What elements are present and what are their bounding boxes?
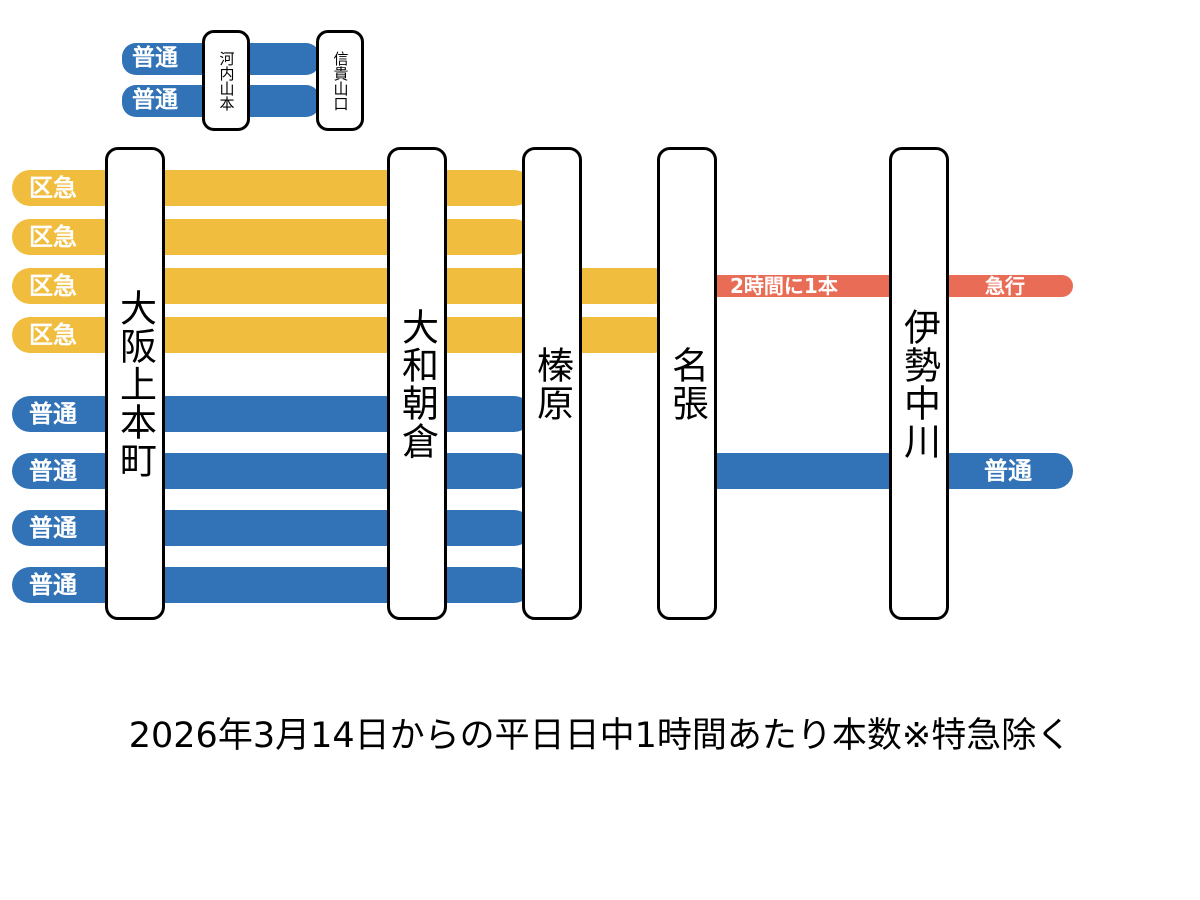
local-label-2: 普通 — [29, 457, 77, 485]
local-east-line — [700, 453, 1073, 489]
semi-express-label-3: 区急 — [29, 272, 77, 300]
local-line-4 — [12, 567, 532, 603]
station-name: 大和朝倉 — [395, 307, 439, 460]
station-haibara: 榛原 — [522, 147, 582, 620]
local-line-3 — [12, 510, 532, 546]
station-kawachiyamamoto: 河内山本 — [202, 30, 250, 131]
semi-express-label-2: 区急 — [29, 223, 77, 251]
local-label-1: 普通 — [29, 400, 77, 428]
local-line-1 — [12, 396, 532, 432]
station-name: 大阪上本町 — [113, 288, 157, 479]
express-label: 急行 — [985, 274, 1025, 298]
semi-express-line-2 — [12, 219, 532, 255]
station-yamato-asakura: 大和朝倉 — [387, 147, 447, 620]
local-label-4: 普通 — [29, 571, 77, 599]
branch-local-label-1: 普通 — [132, 45, 178, 71]
local-line-2 — [12, 453, 532, 489]
station-name: 信貴山口 — [331, 50, 350, 111]
semi-express-line-1 — [12, 170, 532, 206]
station-shigisanguchi: 信貴山口 — [316, 30, 364, 131]
semi-express-label-4: 区急 — [29, 321, 77, 349]
station-name: 名張 — [665, 345, 709, 422]
express-frequency-note: 2時間に1本 — [730, 274, 838, 298]
station-ise-nakagawa: 伊勢中川 — [889, 147, 949, 620]
local-east-label: 普通 — [984, 457, 1032, 485]
branch-local-label-2: 普通 — [132, 87, 178, 113]
station-osaka-uehommachi: 大阪上本町 — [105, 147, 165, 620]
local-label-3: 普通 — [29, 514, 77, 542]
station-name: 伊勢中川 — [897, 307, 941, 460]
station-name: 河内山本 — [217, 50, 236, 111]
station-name: 榛原 — [530, 345, 574, 422]
diagram-caption: 2026年3月14日からの平日日中1時間あたり本数※特急除く — [128, 716, 1072, 756]
express-line — [700, 275, 1073, 297]
station-nabari: 名張 — [657, 147, 717, 620]
semi-express-label-1: 区急 — [29, 174, 77, 202]
